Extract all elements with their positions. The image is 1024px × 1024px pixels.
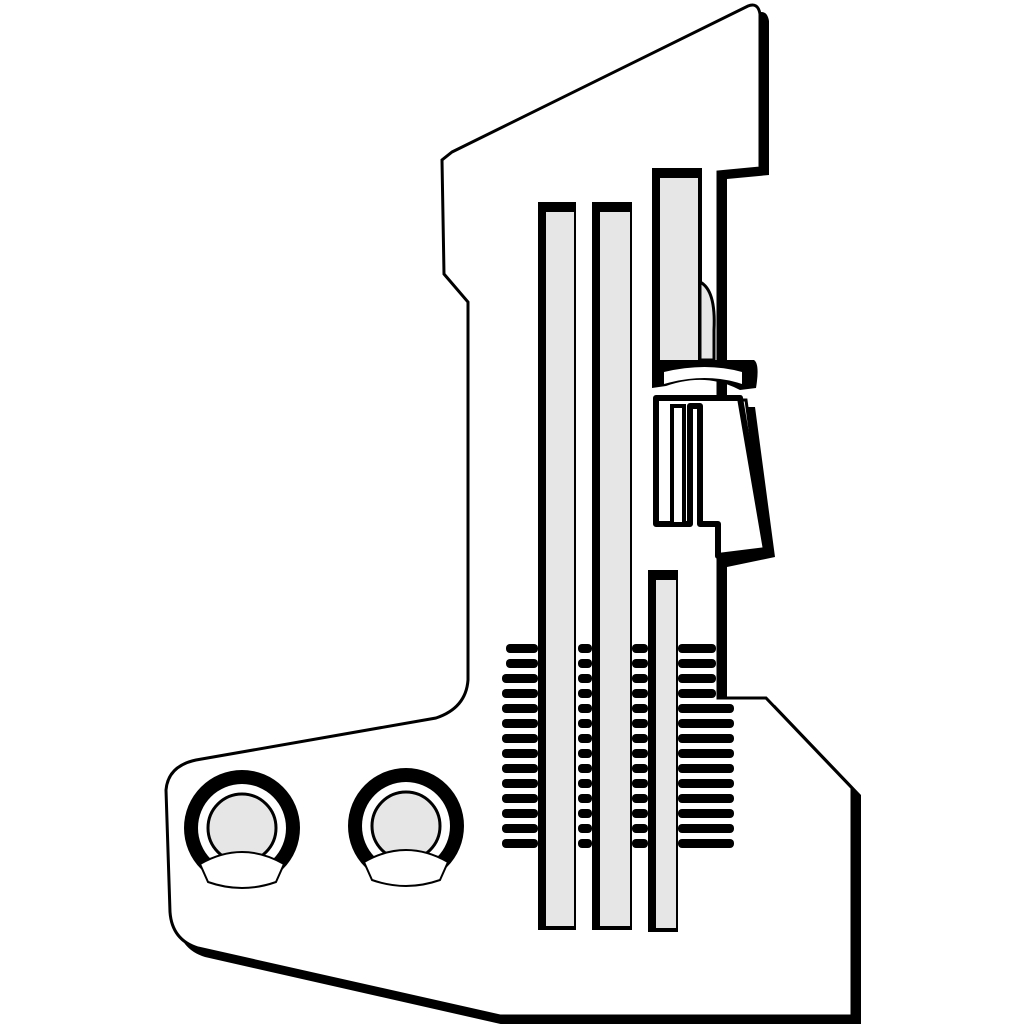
feed-tooth xyxy=(678,824,734,833)
feed-tooth xyxy=(632,674,648,683)
upper-needle-slot xyxy=(652,168,716,368)
feed-tooth xyxy=(678,704,734,713)
feed-tooth xyxy=(502,719,538,728)
feed-tooth xyxy=(632,839,648,848)
feed-tooth xyxy=(578,794,592,803)
feed-tooth xyxy=(578,719,592,728)
feed-tooth xyxy=(502,689,538,698)
feed-tooth xyxy=(632,824,648,833)
feed-tooth xyxy=(632,704,648,713)
feed-tooth xyxy=(678,809,734,818)
feed-tooth xyxy=(632,644,648,653)
feed-tooth xyxy=(502,734,538,743)
feed-tooth xyxy=(578,809,592,818)
feed-tooth xyxy=(506,659,538,668)
feed-tooth xyxy=(502,809,538,818)
feed-tooth xyxy=(578,764,592,773)
feed-tooth xyxy=(502,794,538,803)
feed-tooth xyxy=(632,719,648,728)
feed-tooth xyxy=(678,689,716,698)
feed-tooth xyxy=(506,644,538,653)
feed-tooth xyxy=(678,764,734,773)
feed-tooth xyxy=(502,779,538,788)
screw-hole-left xyxy=(184,770,300,889)
long-slot-1 xyxy=(538,202,576,930)
feed-tooth xyxy=(678,674,716,683)
feed-tooth xyxy=(502,674,538,683)
feed-tooth xyxy=(678,719,734,728)
feed-tooth xyxy=(578,749,592,758)
feed-tooth xyxy=(678,659,716,668)
feed-tooth xyxy=(578,839,592,848)
feed-teeth xyxy=(502,644,734,848)
feed-tooth xyxy=(678,794,734,803)
feed-tooth xyxy=(678,839,734,848)
feed-tooth xyxy=(502,839,538,848)
feed-tooth xyxy=(502,824,538,833)
feed-tooth xyxy=(502,749,538,758)
feed-tooth xyxy=(632,689,648,698)
feed-tooth xyxy=(578,734,592,743)
feed-tooth xyxy=(632,809,648,818)
cross-bar xyxy=(652,360,758,390)
feed-tooth xyxy=(678,749,734,758)
feed-tooth xyxy=(678,644,716,653)
long-slot-2 xyxy=(592,202,632,930)
stitch-finger xyxy=(653,395,769,559)
feed-tooth xyxy=(578,674,592,683)
feed-tooth xyxy=(502,704,538,713)
screw-hole-right xyxy=(348,768,464,887)
feed-tooth xyxy=(578,779,592,788)
feed-tooth xyxy=(632,779,648,788)
feed-tooth xyxy=(578,704,592,713)
feed-tooth xyxy=(632,764,648,773)
feed-tooth xyxy=(678,779,734,788)
feed-tooth xyxy=(578,689,592,698)
feed-tooth xyxy=(578,659,592,668)
feed-tooth xyxy=(678,734,734,743)
feed-tooth xyxy=(578,644,592,653)
feed-tooth xyxy=(632,659,648,668)
long-slot-3 xyxy=(648,570,678,932)
feed-tooth xyxy=(632,734,648,743)
feed-tooth xyxy=(632,749,648,758)
feed-tooth xyxy=(578,824,592,833)
feed-tooth xyxy=(632,794,648,803)
feed-tooth xyxy=(502,764,538,773)
